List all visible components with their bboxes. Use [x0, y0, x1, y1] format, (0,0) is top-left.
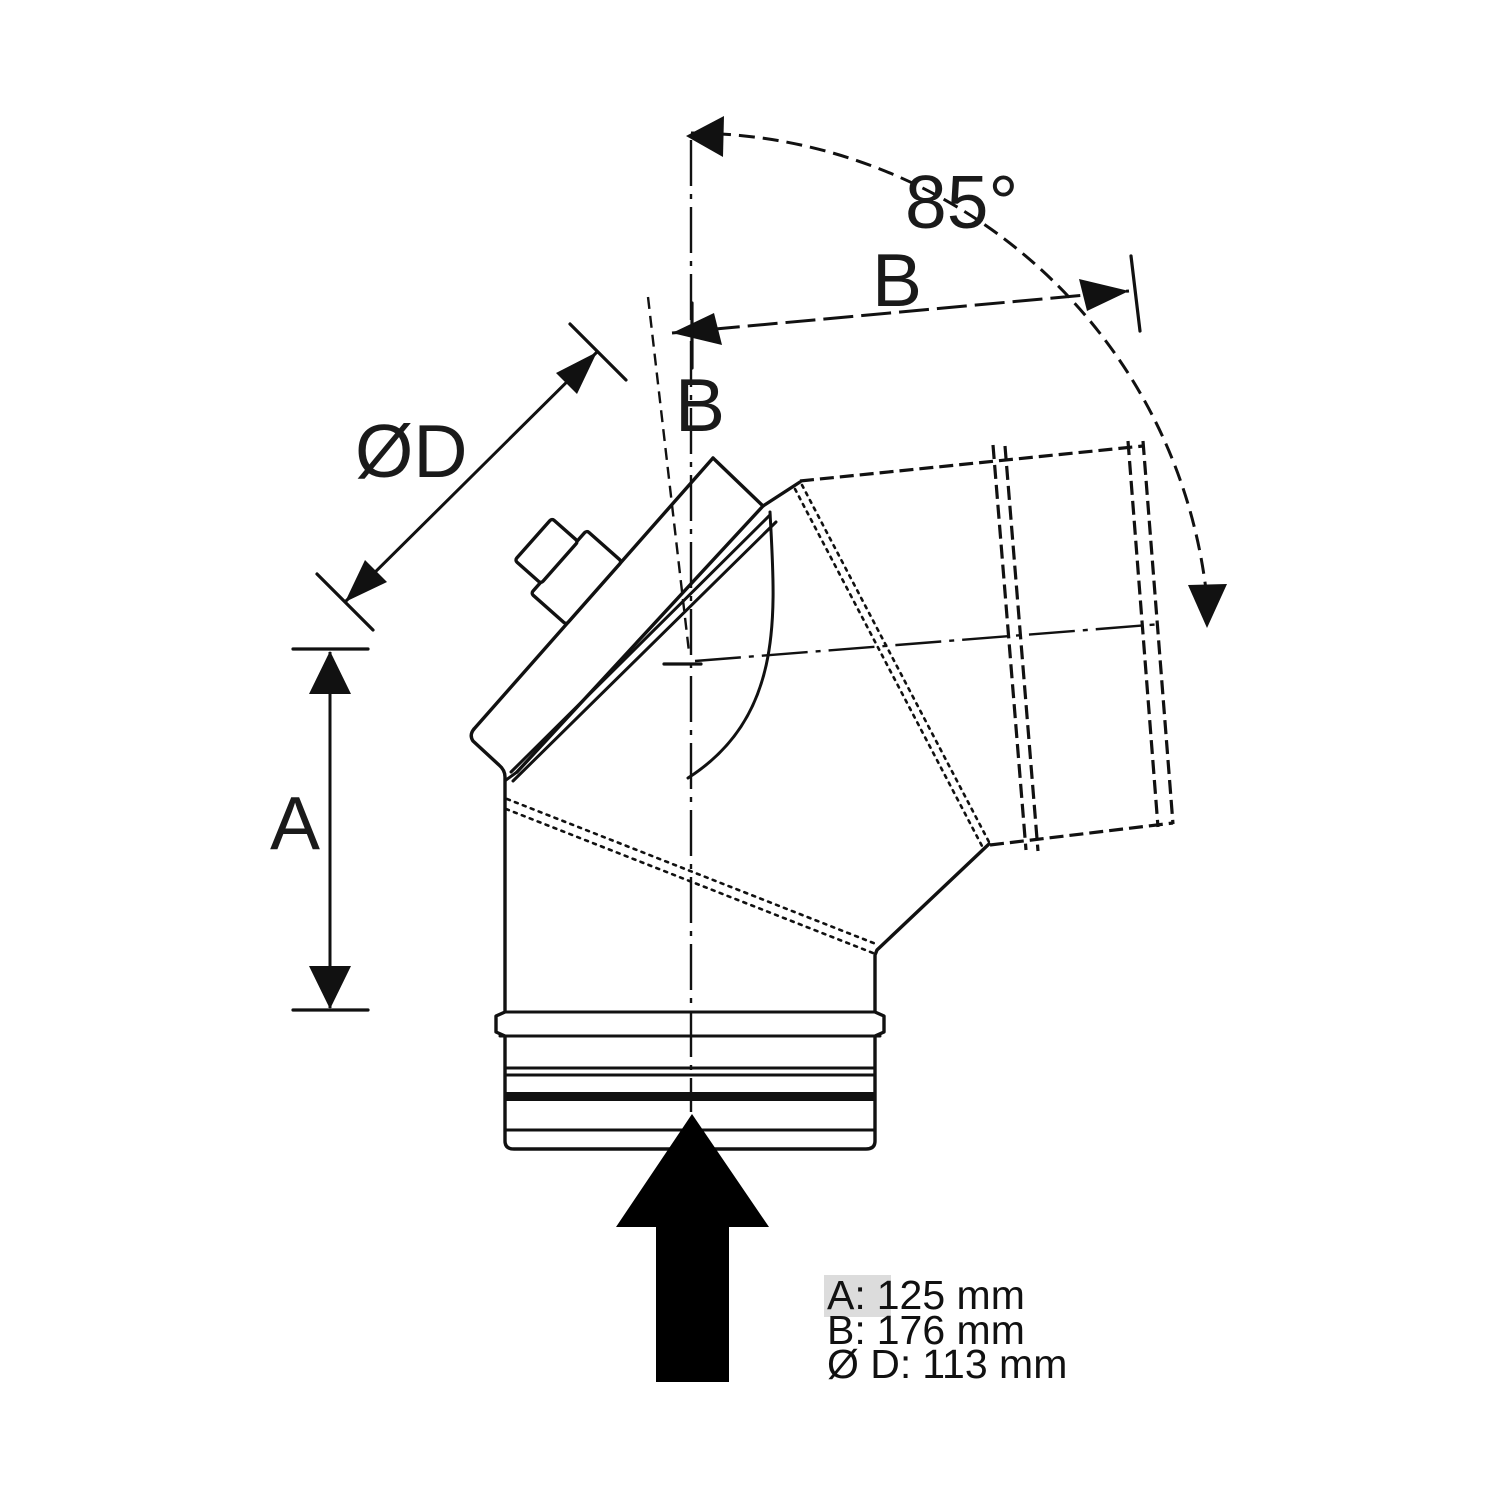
- flange-to-outlet-connector: [761, 480, 802, 508]
- flange-end-edge: [711, 456, 765, 508]
- legend-line-d: Ø D:113 mm: [827, 1341, 1067, 1387]
- outlet-bottom-edge: [989, 821, 1174, 847]
- a-arrowhead-bottom: [309, 966, 351, 1009]
- b-extension-right: [1129, 254, 1142, 333]
- legend-line-a: A:125 mm: [827, 1272, 1025, 1318]
- upper-seam-line-2: [793, 487, 984, 848]
- d-arrowhead-upper: [556, 352, 597, 394]
- a-label: A: [270, 781, 320, 865]
- flange-bolt: [514, 517, 623, 625]
- d-tick-lower: [315, 572, 375, 632]
- b-dimension: B B: [671, 238, 1142, 447]
- outlet-end-face-outer: [1141, 440, 1175, 825]
- lower-seam-line-2: [504, 807, 875, 955]
- inner-collar-curve: [686, 510, 775, 780]
- arc-arrowhead-top: [686, 116, 724, 157]
- flange-inner-edge: [515, 504, 765, 774]
- outlet-section: [799, 440, 1175, 852]
- legend-value-d: 113 mm: [922, 1341, 1067, 1387]
- body-outline: [469, 727, 991, 1151]
- upper-seam-line-1: [800, 483, 991, 844]
- bolt-tip: [514, 517, 579, 584]
- legend: A:125 mm B:176 mm Ø D:113 mm: [824, 1272, 1067, 1387]
- b-arrowhead-right: [1079, 279, 1129, 311]
- d-tick-upper: [568, 322, 628, 382]
- angle-value-label: 85°: [905, 160, 1018, 244]
- socket-gasket-band: [505, 1092, 875, 1101]
- d-dimension-line: [343, 350, 599, 604]
- outlet-axis-centerline: [694, 622, 1163, 663]
- d-label: ØD: [355, 409, 468, 493]
- legend-line-b: B:176 mm: [827, 1307, 1025, 1353]
- arc-arrowhead-end: [1188, 584, 1227, 628]
- legend-highlight: [824, 1275, 891, 1317]
- a-dimension: A: [270, 647, 370, 1012]
- flange-gasket-line-1: [509, 513, 772, 774]
- d-dimension: ØD: [315, 322, 628, 632]
- legend-label-b: B:: [827, 1307, 866, 1353]
- legend-label-d: Ø D:: [827, 1341, 911, 1387]
- segment-seams: [504, 483, 991, 955]
- outlet-top-edge: [799, 444, 1144, 483]
- outlet-rib-line-1: [991, 444, 1028, 851]
- legend-value-a: 125 mm: [877, 1272, 1025, 1318]
- tilted-reference-line: [646, 296, 691, 653]
- d-arrowhead-lower: [345, 560, 387, 602]
- b-arrowhead-left: [672, 313, 722, 345]
- flange-gasket-line-2: [511, 520, 778, 783]
- b-axis-label: B: [675, 363, 725, 447]
- flange-cap-inner-line: [504, 770, 519, 782]
- angle-arc: [690, 131, 1208, 591]
- flow-direction-arrow-icon: [616, 1114, 769, 1382]
- outlet-rib-line-2: [1003, 445, 1040, 852]
- elbow-body: [469, 456, 991, 1151]
- b-main-label: B: [872, 238, 922, 322]
- legend-label-a: A:: [827, 1272, 866, 1318]
- outlet-end-face-inner: [1126, 440, 1160, 828]
- a-arrowhead-top: [309, 651, 351, 694]
- angle-dimension: 85°: [686, 116, 1227, 628]
- legend-value-b: 176 mm: [877, 1307, 1025, 1353]
- lower-seam-line-1: [505, 797, 878, 946]
- b-dimension-line: [671, 289, 1130, 335]
